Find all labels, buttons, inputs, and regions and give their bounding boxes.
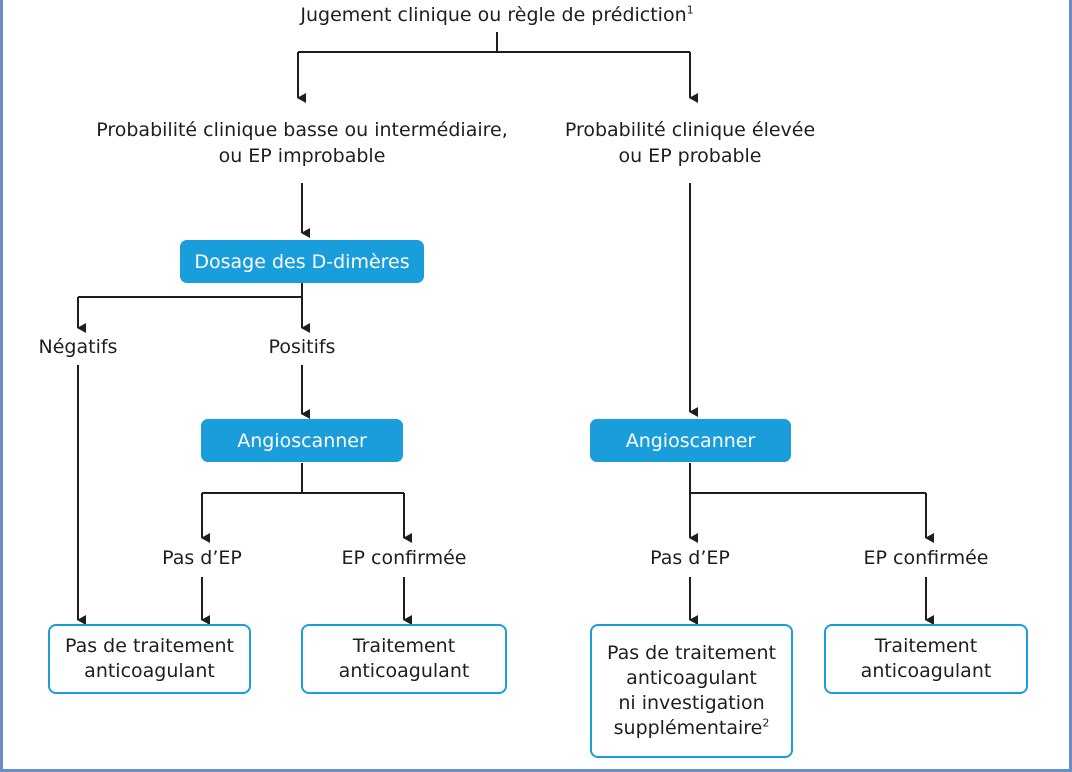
- footnote-2: 2: [762, 716, 770, 730]
- footnote-1: 1: [686, 3, 694, 17]
- left-no-treatment-box: Pas de traitement anticoagulant: [48, 624, 251, 694]
- left-probability-line2: ou EP improbable: [218, 145, 386, 167]
- left-treatment-box: Traitement anticoagulant: [301, 624, 507, 694]
- right-probability: Probabilité clinique élevée ou EP probab…: [565, 117, 815, 169]
- right-no-pe: Pas d’EP: [650, 547, 730, 569]
- left-pe-confirmed: EP confirmée: [341, 547, 467, 569]
- right-no-treatment-box: Pas de traitement anticoagulant ni inves…: [590, 624, 793, 758]
- left-probability-line1: Probabilité clinique basse ou intermédia…: [96, 119, 508, 141]
- ddimer-node: Dosage des D-dimères: [180, 240, 424, 283]
- positive-result: Positifs: [268, 336, 336, 358]
- left-angioscanner-label: Angioscanner: [237, 429, 367, 452]
- left-probability: Probabilité clinique basse ou intermédia…: [96, 117, 508, 169]
- right-angioscanner-label: Angioscanner: [625, 429, 756, 452]
- right-no-treatment-line2: anticoagulant: [626, 667, 757, 689]
- left-treatment-line2: anticoagulant: [338, 660, 470, 682]
- right-treatment-line2: anticoagulant: [860, 660, 992, 682]
- right-no-treatment-line1: Pas de traitement: [607, 642, 776, 664]
- right-no-treatment-line4: supplémentaire: [613, 717, 763, 739]
- right-angioscanner-node: Angioscanner: [590, 419, 791, 462]
- left-angioscanner-node: Angioscanner: [201, 419, 403, 462]
- right-probability-line2: ou EP probable: [618, 145, 762, 167]
- right-treatment-line1: Traitement: [874, 635, 978, 657]
- right-probability-line1: Probabilité clinique élevée: [564, 119, 816, 141]
- right-treatment-box: Traitement anticoagulant: [824, 624, 1028, 694]
- root-text: Jugement clinique ou règle de prédiction: [300, 4, 687, 26]
- left-treatment-line1: Traitement: [352, 635, 456, 657]
- left-no-pe: Pas d’EP: [162, 547, 242, 569]
- left-no-treatment-line1: Pas de traitement: [65, 635, 234, 657]
- ddimer-label: Dosage des D-dimères: [194, 250, 410, 273]
- right-no-treatment-line3: ni investigation: [618, 692, 765, 714]
- right-pe-confirmed: EP confirmée: [863, 547, 989, 569]
- left-no-treatment-line2: anticoagulant: [84, 660, 215, 682]
- root-node: Jugement clinique ou règle de prédiction…: [300, 2, 693, 28]
- negative-result: Négatifs: [38, 336, 118, 358]
